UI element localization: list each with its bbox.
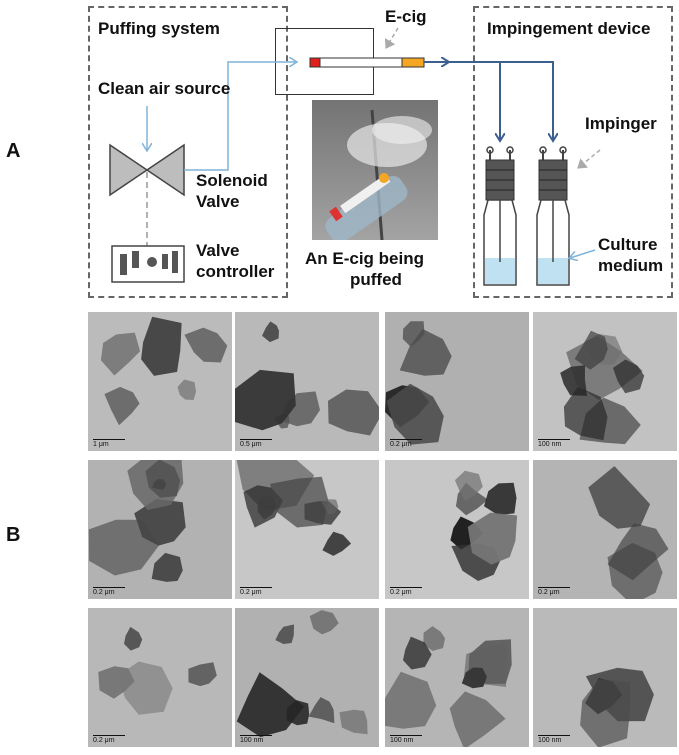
scale-bar-label: 0.2 μm [93, 735, 125, 744]
air-line [184, 62, 296, 171]
micrograph-r1-c4: 100 nm [533, 312, 677, 451]
micrograph-r1-c1: 1 μm [88, 312, 232, 451]
micrograph-r2-c2: 0.2 μm [235, 460, 379, 599]
scale-bar-label: 100 nm [240, 735, 272, 744]
scale-bar-label: 1 μm [93, 439, 125, 448]
scale-bar-label: 0.2 μm [240, 587, 272, 596]
schematic-diagram [109, 27, 601, 286]
culture-medium-label-line1: Culture [598, 235, 658, 254]
valve-controller-label-line2: controller [196, 262, 275, 281]
aerosol-line [448, 61, 553, 140]
micrograph-r2-c4: 0.2 μm [533, 460, 677, 599]
puffing-system-box [88, 6, 288, 298]
micrograph-r2-c3: 0.2 μm [385, 460, 529, 599]
impingement-device-title: Impingement device [487, 19, 651, 38]
being-puffed-label-line1: An E-cig being [305, 249, 424, 268]
scale-bar-label: 0.2 μm [93, 587, 125, 596]
scale-bar-label: 0.5 μm [240, 439, 272, 448]
panel-label-b: B [6, 524, 21, 546]
impingement-device-box [473, 6, 673, 298]
impinger-icon-right [536, 146, 570, 286]
puffing-system-title: Puffing system [98, 19, 220, 38]
impinger-label: Impinger [585, 114, 657, 133]
micrograph-r3-c4: 100 nm [533, 608, 677, 747]
solenoid-label-line2: Valve [196, 192, 240, 211]
solenoid-valve-icon [109, 143, 185, 197]
solenoid-label-line1: Solenoid [196, 171, 268, 190]
micrograph-r2-c1: 0.2 μm [88, 460, 232, 599]
panel-label-a: A [6, 140, 21, 162]
ecig-photo [312, 100, 438, 240]
scale-bar-label: 100 nm [538, 439, 570, 448]
culture-medium-label-line2: medium [598, 256, 664, 275]
micrograph-r1-c3: 0.2 μm [385, 312, 529, 451]
scale-bar-label: 100 nm [390, 735, 422, 744]
impinger-icon-left [483, 146, 517, 286]
valve-controller-label-line1: Valve [196, 241, 240, 260]
ecig-icon [309, 57, 425, 68]
being-puffed-label-line2: puffed [350, 270, 402, 289]
ecig-label: E-cig [385, 7, 427, 26]
scale-bar-label: 0.2 μm [390, 587, 422, 596]
scale-bar-label: 0.2 μm [538, 587, 570, 596]
micrograph-r3-c3: 100 nm [385, 608, 529, 747]
micrograph-r1-c2: 0.5 μm [235, 312, 379, 451]
valve-controller-icon [111, 245, 185, 283]
scale-bar-label: 100 nm [538, 735, 570, 744]
micrograph-r3-c2: 100 nm [235, 608, 379, 747]
micrograph-r3-c1: 0.2 μm [88, 608, 232, 747]
scale-bar-label: 0.2 μm [390, 439, 422, 448]
clean-air-label: Clean air source [98, 79, 231, 98]
